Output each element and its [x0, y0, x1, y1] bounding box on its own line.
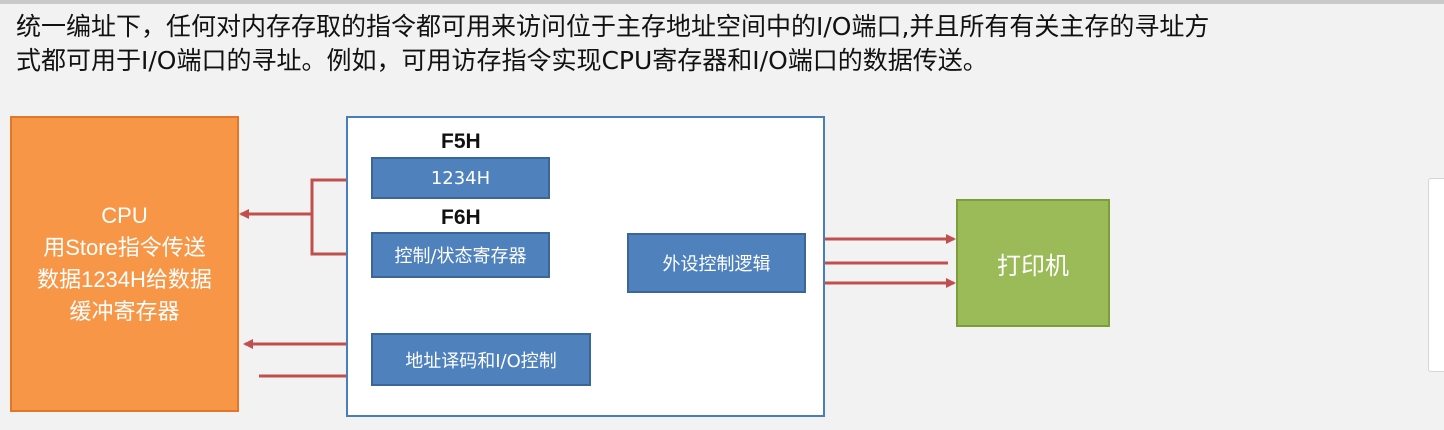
cpu-desc-3: 缓冲寄存器	[69, 299, 180, 324]
address-decode-block: 地址译码和I/O控制	[371, 333, 591, 386]
description-paragraph: 统一编址下，任何对内存存取的指令都可用来访问位于主存地址空间中的I/O端口,并且…	[16, 10, 1436, 78]
paragraph-line-2: 式都可用于I/O端口的寻址。例如，可用访存指令实现CPU寄存器和I/O端口的数据…	[16, 46, 988, 75]
address-label-f6h: F6H	[441, 206, 481, 229]
top-divider	[0, 0, 1444, 4]
printer-block: 打印机	[956, 199, 1110, 327]
side-panel-edge	[1428, 178, 1444, 372]
cpu-desc-1: 用Store指令传送	[43, 235, 206, 260]
paragraph-line-1: 统一编址下，任何对内存存取的指令都可用来访问位于主存地址空间中的I/O端口,并且…	[16, 12, 1210, 41]
cpu-block: CPU 用Store指令传送 数据1234H给数据 缓冲寄存器	[10, 116, 239, 412]
control-status-register: 控制/状态寄存器	[371, 232, 550, 278]
cpu-label: CPU	[101, 203, 148, 228]
device-control-logic: 外设控制逻辑	[627, 233, 806, 293]
cpu-desc-2: 数据1234H给数据	[37, 267, 212, 292]
address-label-f5h: F5H	[441, 130, 481, 153]
data-buffer-register: 1234H	[371, 157, 550, 199]
